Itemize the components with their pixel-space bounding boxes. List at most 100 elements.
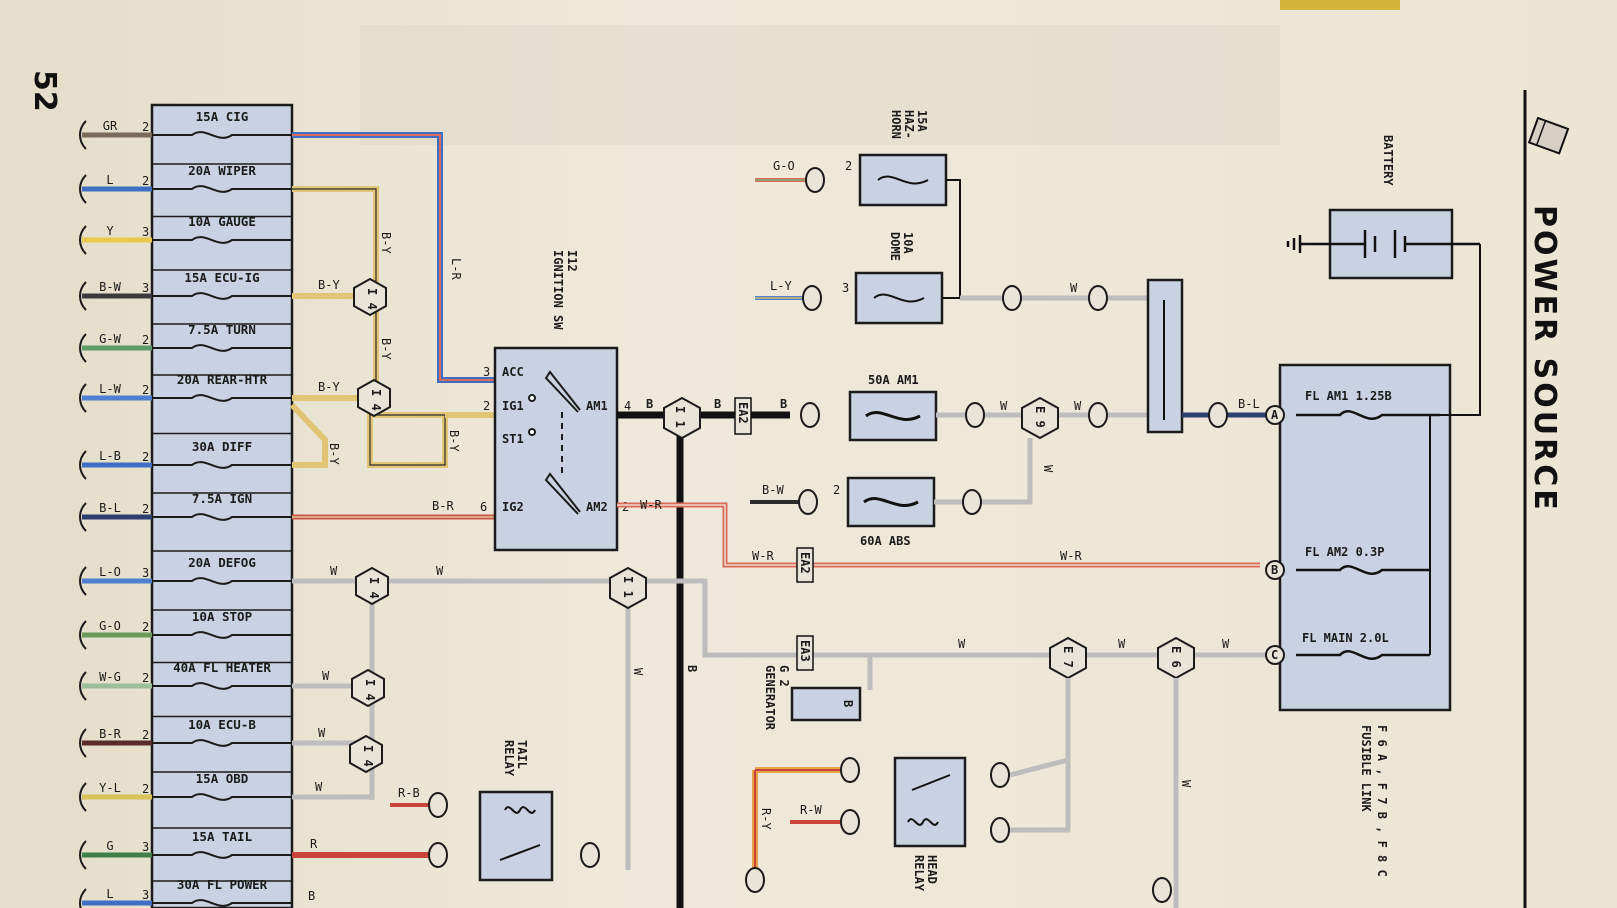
connector-circle (840, 757, 860, 783)
ignition-switch-contacts (528, 370, 581, 515)
connector-circle (745, 867, 765, 893)
wire-by-ig1 (292, 186, 448, 468)
fuse-pin-number: 2 (142, 333, 149, 347)
connector-circle (800, 402, 820, 428)
connector-ea2-bottom-label: EA2 (798, 552, 812, 574)
connector-i1-top (663, 396, 701, 440)
fuse-pin-number: 3 (142, 566, 149, 580)
wire-label-w-10: W (1041, 465, 1055, 473)
connector-circle (990, 762, 1010, 788)
fuse-pin-number: 2 (142, 120, 149, 134)
head-relay-box (893, 756, 967, 848)
connector-circle (798, 489, 818, 515)
wire-label-by-3: B-Y (379, 232, 393, 254)
fuse-symbol (152, 461, 292, 469)
connector-bracket (79, 333, 87, 363)
wire-label-go: G-O (773, 159, 795, 173)
tail-relay-box (478, 790, 554, 882)
fuse-pin-number: 2 (142, 671, 149, 685)
wire-label-bw: B-W (762, 483, 784, 497)
fuse-rating-label: 20A DEFOG (188, 555, 256, 570)
fuse-wire-code: L (106, 887, 113, 901)
wire-label-ry: R-Y (759, 808, 773, 830)
fuse-pin-number: 2 (142, 728, 149, 742)
wire-label-by-4: B-Y (379, 338, 393, 360)
fuse-symbol (152, 394, 292, 402)
fuse-wire-code: Y-L (99, 781, 121, 795)
fuse-wire-code: L-O (99, 565, 121, 579)
wire-label-w-14: W (1179, 780, 1193, 788)
ignition-switch-label: IGNITION SW (551, 250, 565, 330)
fuse-pin-number: 3 (142, 888, 149, 902)
wire-label-rw: R-W (800, 803, 822, 817)
fuse-rating-label: 7.5A IGN (192, 491, 252, 506)
connector-i4-label-3: I 4 (367, 577, 381, 599)
ign-pin-am1: 4 (624, 399, 631, 413)
wire-wr-am2 (617, 502, 1260, 568)
fusible-link-caption: FUSIBLE LINK (1359, 725, 1373, 812)
fusible-link-main-label: FL MAIN 2.0L (1302, 631, 1389, 645)
wire-label-ly: L-Y (770, 279, 792, 293)
fuse-rating-label: 30A FL POWER (177, 877, 268, 892)
wire-label-w-2: W (436, 564, 444, 578)
book-icon (1527, 116, 1570, 155)
fuse-rating-label: 30A DIFF (192, 439, 252, 454)
connector-circle (965, 402, 985, 428)
connector-bracket (79, 888, 87, 908)
fuse-rating-label: 20A WIPER (188, 163, 256, 178)
head-relay-line2: RELAY (912, 855, 926, 892)
wire-label-wr-1: W-R (640, 498, 662, 512)
battery-symbol (1286, 230, 1480, 258)
fuse-symbol (152, 185, 292, 193)
fusible-link-am1-conn: A (1271, 408, 1279, 422)
fuse-pin-number: 3 (142, 225, 149, 239)
fuse-symbol (152, 682, 292, 690)
wire-label-w-1: W (330, 564, 338, 578)
fuse-dome-sub1: DOME (888, 232, 902, 261)
fuse-wire-code: G (106, 839, 113, 853)
fusible-link-am2: FL AM2 0.3P B (1265, 545, 1430, 580)
wire-w-defog (292, 578, 631, 870)
connector-bracket (79, 225, 87, 255)
fuse-rating-label: 20A REAR-HTR (177, 372, 268, 387)
wire-label-w-11: W (958, 637, 966, 651)
connector-circle (428, 842, 448, 868)
connector-bracket (79, 450, 87, 480)
wire-label-rb: R-B (398, 786, 420, 800)
connector-bracket (79, 120, 87, 150)
fusible-link-am2-conn: B (1271, 563, 1278, 577)
fuse-rating-label: 7.5A TURN (188, 322, 256, 337)
fusible-link-am1: FL AM1 1.25B A (1265, 389, 1440, 425)
fuse-rating-label: 10A ECU-B (188, 717, 256, 732)
connector-circle (1088, 285, 1108, 311)
connector-i4-label-5: I 4 (361, 745, 375, 767)
ign-terminal-ig2: IG2 (502, 500, 524, 514)
generator-box (790, 686, 862, 722)
wire-label-bl: B-L (1238, 397, 1260, 411)
wire-label-r: R (310, 837, 318, 851)
generator-name: G 2 (777, 665, 791, 687)
wire-label-w-7: W (1070, 281, 1078, 295)
wire-label-by-2: B-Y (318, 380, 340, 394)
fuse-am1-rating: 50A AM1 (868, 373, 919, 387)
connector-circle (1208, 402, 1228, 428)
wire-label-w-12: W (1118, 637, 1126, 651)
wire-label-b-bottom: B (308, 889, 315, 903)
wire-label-by-1: B-Y (318, 278, 340, 292)
faded-background-band (360, 25, 1280, 145)
connector-circle (962, 489, 982, 515)
tail-relay-line1: TAIL (515, 740, 529, 769)
connector-circle (1002, 285, 1022, 311)
fuse-abs-box (846, 476, 936, 528)
ign-pin-acc: 3 (483, 365, 490, 379)
connector-bracket (79, 620, 87, 650)
fuse-symbol (152, 899, 292, 907)
connector-ea2-bottom (796, 547, 814, 583)
fuse-symbol (152, 851, 292, 859)
fuse-wire-code: B-L (99, 501, 121, 515)
wire-label-w-6: W (631, 668, 645, 676)
fuse-wire-code: Y (106, 224, 114, 238)
fuse-symbol (152, 344, 292, 352)
wire-label-w-8: W (1000, 399, 1008, 413)
connector-bracket (79, 840, 87, 870)
